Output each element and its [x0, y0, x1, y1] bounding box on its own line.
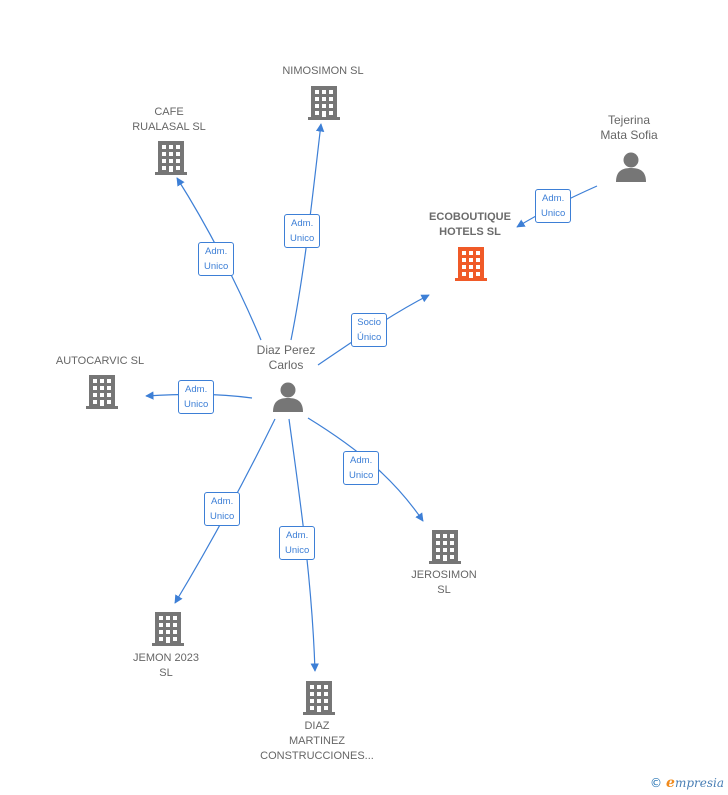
- edge-label-nimosimon[interactable]: Adm. Unico: [284, 214, 321, 248]
- company-name-line: ECOBOUTIQUE: [429, 211, 511, 223]
- building-icon[interactable]: [155, 141, 187, 175]
- edge-role-line: Unico: [184, 399, 209, 410]
- brand-name: mpresia: [674, 776, 724, 790]
- company-label-cafe[interactable]: CAFE RUALASAL SL: [110, 105, 228, 135]
- company-name-line: JEMON 2023: [132, 652, 200, 664]
- building-icon[interactable]: [303, 681, 335, 715]
- company-label-autocarvic[interactable]: AUTOCARVIC SL: [40, 354, 160, 369]
- edge-role-line: Adm.: [211, 496, 234, 507]
- brand-initial: e: [666, 775, 675, 791]
- person-icon[interactable]: [273, 382, 303, 413]
- building-icon[interactable]: [308, 86, 340, 120]
- company-name-line: SL: [159, 667, 173, 679]
- edge-role-line: Unico: [204, 261, 229, 272]
- edge-role-line: Único: [357, 332, 382, 343]
- edge-label-tejerina-main[interactable]: Adm. Unico: [535, 189, 572, 223]
- edge-label-jerosimon[interactable]: Adm. Unico: [343, 451, 380, 485]
- edge-role-line: Adm.: [542, 193, 565, 204]
- person-name-line: Mata Sofia: [600, 128, 658, 142]
- company-name-line: NIMOSIMON SL: [282, 65, 364, 77]
- edge-label-main[interactable]: Socio Único: [351, 313, 388, 347]
- edge-role-line: Unico: [541, 208, 566, 219]
- edge-role-line: Adm.: [291, 218, 314, 229]
- person-name-line: Carlos: [268, 358, 304, 372]
- building-icon[interactable]: [429, 530, 461, 564]
- company-label-jemon[interactable]: JEMON 2023 SL: [116, 651, 216, 681]
- copyright-icon: ©: [650, 776, 663, 790]
- company-name-line: CAFE: [154, 106, 184, 118]
- person-label-center[interactable]: Diaz Perez Carlos: [236, 343, 336, 373]
- person-icon[interactable]: [616, 152, 646, 183]
- company-name-line: RUALASAL SL: [132, 121, 206, 133]
- building-icon[interactable]: [455, 247, 487, 281]
- edge-label-jemon[interactable]: Adm. Unico: [204, 492, 241, 526]
- edge-role-line: Adm.: [350, 455, 373, 466]
- company-label-diaz[interactable]: DIAZ MARTINEZ CONSTRUCCIONES...: [247, 719, 387, 764]
- building-icon[interactable]: [86, 375, 118, 409]
- company-name-line: HOTELS SL: [439, 226, 501, 238]
- edge-role-line: Socio: [357, 317, 382, 328]
- company-name-line: CONSTRUCCIONES...: [260, 750, 374, 762]
- company-name-line: MARTINEZ: [288, 735, 346, 747]
- edge-role-line: Adm.: [205, 246, 228, 257]
- edge-role-line: Unico: [349, 470, 374, 481]
- person-name-line: Tejerina: [607, 113, 651, 127]
- edge-role-line: Unico: [210, 511, 235, 522]
- company-name-line: AUTOCARVIC SL: [55, 355, 145, 367]
- edge-role-line: Adm.: [286, 530, 309, 541]
- company-name-line: SL: [437, 584, 451, 596]
- company-name-line: JEROSIMON: [411, 569, 477, 581]
- main-company-label[interactable]: ECOBOUTIQUE HOTELS SL: [410, 210, 530, 240]
- edge-label-diaz[interactable]: Adm. Unico: [279, 526, 316, 560]
- edge-role-line: Unico: [290, 233, 315, 244]
- edge-role-line: Unico: [285, 545, 310, 556]
- building-icon[interactable]: [152, 612, 184, 646]
- person-label-tejerina[interactable]: Tejerina Mata Sofia: [580, 113, 678, 143]
- edge-label-cafe[interactable]: Adm. Unico: [198, 242, 235, 276]
- person-name-line: Diaz Perez: [256, 343, 316, 357]
- company-name-line: DIAZ: [304, 720, 330, 732]
- edge-label-autocarvic[interactable]: Adm. Unico: [178, 380, 215, 414]
- company-label-nimosimon[interactable]: NIMOSIMON SL: [262, 64, 384, 79]
- empresia-logo[interactable]: ©empresia: [650, 775, 724, 791]
- company-label-jerosimon[interactable]: JEROSIMON SL: [392, 568, 496, 598]
- edge-role-line: Adm.: [185, 384, 208, 395]
